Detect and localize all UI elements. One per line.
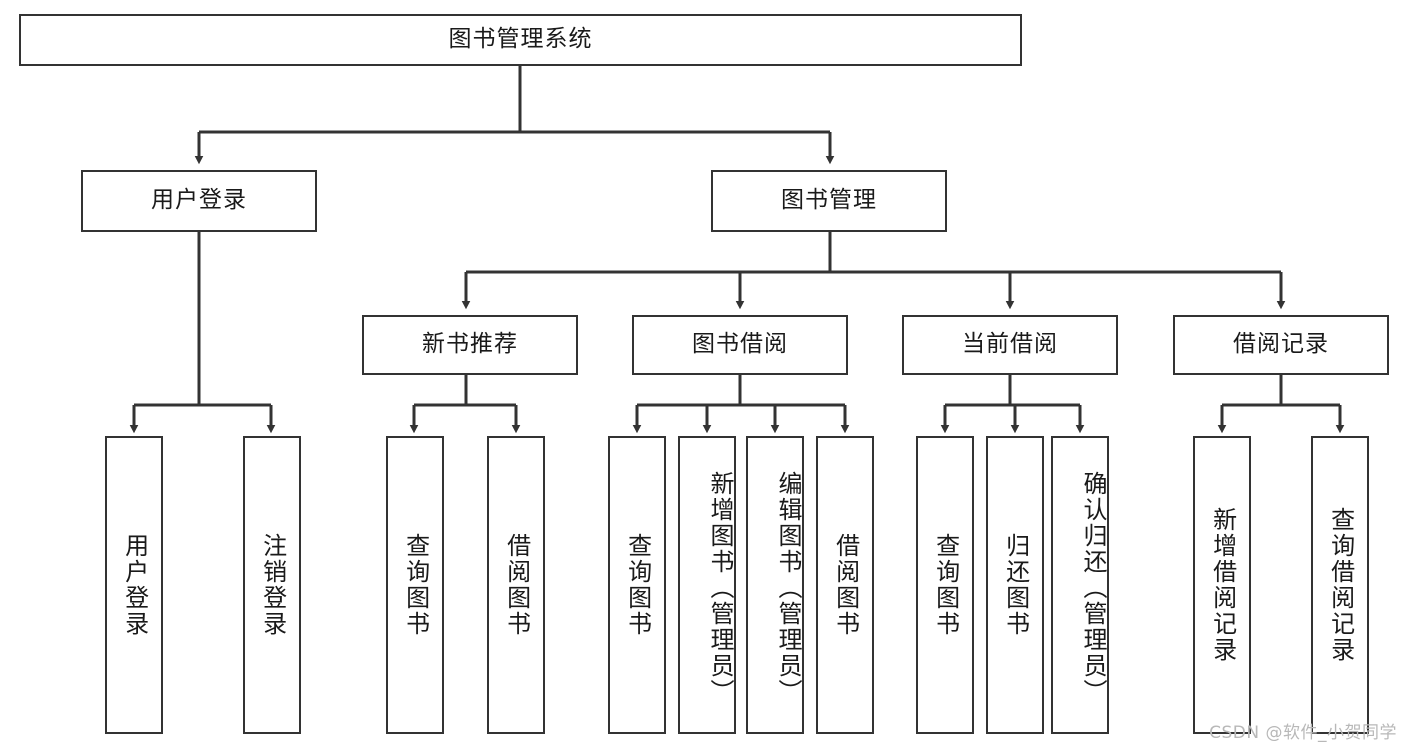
node-label: 新增借阅记录 [1208, 507, 1237, 663]
node-label: 用户登录 [151, 187, 247, 214]
csdn-watermark: CSDN @软件_小贺同学 [1209, 723, 1397, 743]
node-label: 图书管理 [781, 187, 877, 214]
node-label: 查询图书 [401, 533, 430, 637]
node-user-login[interactable]: 用户登录 [81, 170, 317, 232]
node-label: 新增图书（管理员） [706, 471, 734, 705]
node-label: 归还图书 [1001, 533, 1030, 637]
node-label: 查询借阅记录 [1326, 507, 1355, 663]
node-current-borrow[interactable]: 当前借阅 [902, 315, 1118, 375]
leaf-confirm-return-admin[interactable]: 确认归还（管理员） [1051, 436, 1109, 734]
node-label: 编辑图书（管理员） [774, 471, 802, 705]
leaf-edit-book-admin[interactable]: 编辑图书（管理员） [746, 436, 804, 734]
node-label: 确认归还（管理员） [1079, 471, 1107, 705]
node-label: 查询图书 [931, 533, 960, 637]
node-label: 借阅图书 [831, 533, 860, 637]
leaf-borrow-book[interactable]: 借阅图书 [816, 436, 874, 734]
leaf-logout[interactable]: 注销登录 [243, 436, 301, 734]
node-label: 借阅图书 [502, 533, 531, 637]
leaf-add-book-admin[interactable]: 新增图书（管理员） [678, 436, 736, 734]
node-label: 图书借阅 [692, 331, 788, 358]
node-root-system[interactable]: 图书管理系统 [19, 14, 1022, 66]
node-book-management[interactable]: 图书管理 [711, 170, 947, 232]
leaf-user-login[interactable]: 用户登录 [105, 436, 163, 734]
node-label: 图书管理系统 [448, 26, 593, 53]
node-label: 用户登录 [120, 533, 149, 637]
leaf-query-book-borrow[interactable]: 查询图书 [608, 436, 666, 734]
node-new-book-recommend[interactable]: 新书推荐 [362, 315, 578, 375]
node-label: 查询图书 [623, 533, 652, 637]
node-label: 当前借阅 [962, 331, 1058, 358]
leaf-borrow-book-newbook[interactable]: 借阅图书 [487, 436, 545, 734]
leaf-return-book[interactable]: 归还图书 [986, 436, 1044, 734]
node-label: 借阅记录 [1233, 331, 1329, 358]
node-book-borrow[interactable]: 图书借阅 [632, 315, 848, 375]
node-label: 注销登录 [258, 533, 287, 637]
leaf-query-book-current[interactable]: 查询图书 [916, 436, 974, 734]
leaf-query-book-newbook[interactable]: 查询图书 [386, 436, 444, 734]
node-label: 新书推荐 [422, 331, 518, 358]
node-borrow-record[interactable]: 借阅记录 [1173, 315, 1389, 375]
leaf-query-borrow-record[interactable]: 查询借阅记录 [1311, 436, 1369, 734]
leaf-add-borrow-record[interactable]: 新增借阅记录 [1193, 436, 1251, 734]
